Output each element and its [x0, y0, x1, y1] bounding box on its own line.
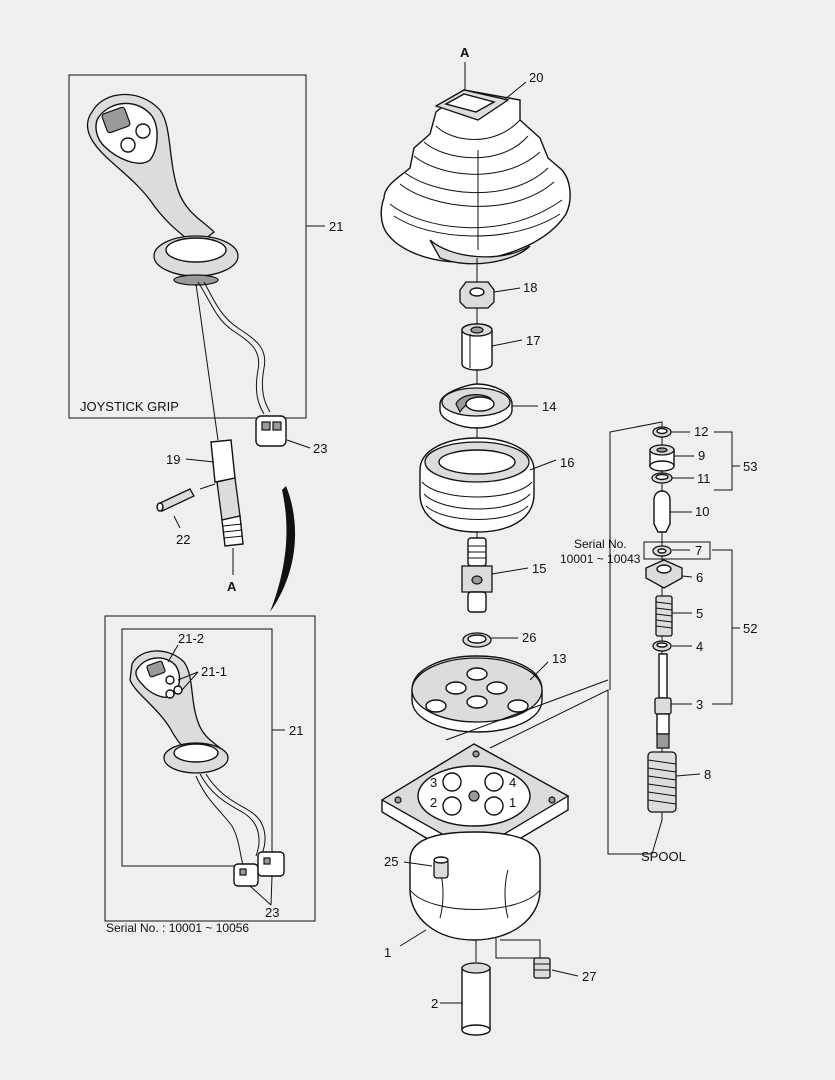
spring-5 — [655, 595, 673, 637]
callout-5: 5 — [696, 606, 703, 621]
serial-lower-label: Serial No. : 10001 ~ 10056 — [106, 921, 249, 935]
callout-21-1: 21-1 — [201, 664, 227, 679]
ring-4 — [652, 640, 672, 652]
callout-22: 22 — [176, 532, 190, 547]
set-screw-27 — [533, 957, 551, 979]
port-number-3: 3 — [430, 775, 437, 790]
plug-25 — [433, 856, 449, 879]
callout-9: 9 — [698, 448, 705, 463]
callout-14: 14 — [542, 399, 556, 414]
universal-joint-15 — [461, 537, 493, 613]
joystick-grip-drawing-lower — [129, 650, 285, 887]
curve-arrow — [270, 486, 296, 612]
callout-26: 26 — [522, 630, 536, 645]
port-number-4: 4 — [509, 775, 516, 790]
callout-21-2: 21-2 — [178, 631, 204, 646]
callout-23-lower: 23 — [265, 905, 279, 920]
joystick-grip-label: JOYSTICK GRIP — [80, 399, 179, 414]
bellows-16 — [419, 437, 535, 533]
marker-a-bottom: A — [227, 579, 237, 594]
callout-4: 4 — [696, 639, 703, 654]
o-ring-26 — [462, 632, 492, 648]
callout-6: 6 — [696, 570, 703, 585]
callout-17: 17 — [526, 333, 540, 348]
callout-11: 11 — [697, 471, 711, 486]
callout-16: 16 — [560, 455, 574, 470]
o-ring-12 — [652, 426, 672, 438]
callout-18: 18 — [523, 280, 537, 295]
callout-13: 13 — [552, 651, 566, 666]
plunger-10 — [653, 490, 671, 533]
callout-53: 53 — [743, 459, 757, 474]
callout-15: 15 — [532, 561, 546, 576]
marker-a-top: A — [460, 45, 470, 60]
plate-13 — [411, 655, 543, 733]
callout-1: 1 — [384, 945, 391, 960]
callout-25: 25 — [384, 854, 398, 869]
callout-23-upper: 23 — [313, 441, 327, 456]
nut-18 — [459, 281, 495, 309]
casing-body-1 — [380, 743, 570, 941]
boot-20 — [380, 89, 571, 265]
port-number-2: 2 — [430, 795, 437, 810]
washer-7 — [652, 545, 672, 557]
callout-3: 3 — [696, 697, 703, 712]
callout-20: 20 — [529, 70, 543, 85]
callout-19: 19 — [166, 452, 180, 467]
callout-52: 52 — [743, 621, 757, 636]
bushing-2 — [461, 962, 491, 1036]
o-ring-11 — [651, 472, 673, 484]
disc-plate-14 — [439, 383, 513, 429]
port-number-1: 1 — [509, 795, 516, 810]
lever-shaft — [195, 283, 244, 547]
spool-serial-line2: 10001 ~ 10043 — [560, 552, 641, 566]
callout-7: 7 — [695, 543, 702, 558]
callout-27: 27 — [582, 969, 596, 984]
callout-21-lower: 21 — [289, 723, 303, 738]
pin-22 — [156, 488, 195, 512]
spool-rod-3 — [654, 653, 672, 749]
callout-12: 12 — [694, 424, 708, 439]
return-spring-8 — [647, 751, 677, 813]
joystick-grip-box: JOYSTICK GRIP — [68, 74, 307, 419]
spool-title: SPOOL — [641, 849, 686, 864]
spool-serial-line1: Serial No. — [574, 537, 627, 551]
callout-8: 8 — [704, 767, 711, 782]
coupling-17 — [461, 323, 493, 371]
spring-seat-6 — [645, 559, 683, 589]
serial-box-lower: Serial No. : 10001 ~ 10056 — [104, 615, 316, 935]
joystick-grip-drawing-upper — [86, 93, 287, 447]
callout-2: 2 — [431, 996, 438, 1011]
callout-10: 10 — [695, 504, 709, 519]
seal-9 — [649, 444, 675, 472]
callout-21-upper: 21 — [329, 219, 343, 234]
